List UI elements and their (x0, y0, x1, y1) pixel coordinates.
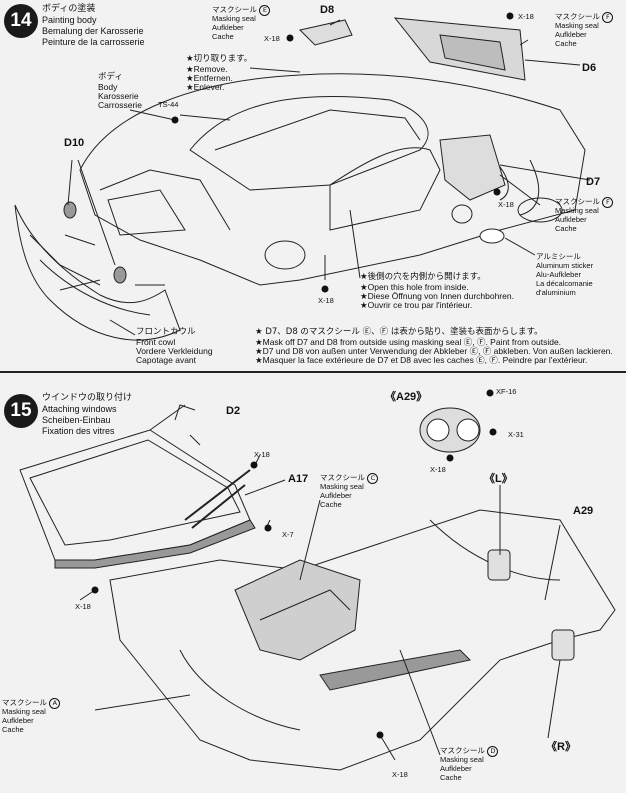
screw-x18-d8: X-18 (264, 34, 280, 43)
title-de: Bemalung der Karosserie (42, 26, 144, 36)
seal-a-fr: Cache (2, 725, 24, 734)
mask-note-jp: ★ D7、D8 のマスクシール Ⓔ、Ⓕ は表から貼り、塗装も表面からします。 (255, 327, 543, 337)
seal-f-bottom-en: Masking seal (555, 206, 599, 215)
hole-note-fr: ★Ouvrir ce trou par l'intérieur. (360, 300, 473, 310)
hole-note-de: ★Diese Öffnung von Innen durchbohren. (360, 291, 514, 301)
title-fr: Fixation des vitres (42, 426, 115, 436)
part-d7: D7 (586, 176, 601, 188)
seal-f-top-en: Masking seal (555, 21, 599, 30)
seal-f-label-bottom: マスクシール F (555, 196, 614, 208)
seal-e-de: Aufkleber (212, 23, 244, 32)
body-label-de: Karosserie (98, 91, 139, 101)
seal-e-fr: Cache (212, 32, 234, 41)
part-d6: D6 (582, 62, 597, 74)
seal-e-label: マスクシール E (212, 4, 271, 16)
seal-d-en: Masking seal (440, 755, 484, 764)
remove-note-fr: ★Enlever. (186, 82, 225, 92)
screw-x18-windscreen: X-18 (75, 602, 91, 611)
seal-d-label: マスクシール D (440, 745, 499, 757)
alu-sticker-jp: アルミシール (536, 252, 581, 261)
seal-f-top-de: Aufkleber (555, 30, 587, 39)
title-de: Scheiben-Einbau (42, 415, 111, 425)
seal-a-label: マスクシール A (2, 697, 61, 709)
front-cowl-jp: フロントカウル (136, 327, 196, 337)
title-en: Attaching windows (42, 404, 117, 414)
step-number: 14 (10, 10, 32, 31)
step-divider (0, 371, 626, 373)
screw-x18-bottom: X-18 (392, 770, 408, 779)
title-fr: Peinture de la carrosserie (42, 37, 145, 47)
alu-sticker-de: Alu-Aufkleber (536, 270, 582, 279)
mask-note-fr: ★Masquer la face extérieure de D7 et D8 … (255, 355, 588, 365)
part-a29: A29 (573, 505, 594, 517)
seal-c-de: Aufkleber (320, 491, 352, 500)
paint-ts44: TS-44 (158, 100, 179, 109)
alu-sticker-fr2: d'aluminium (536, 288, 576, 297)
seal-d-de: Aufkleber (440, 764, 472, 773)
title-jp: ボディの塗装 (42, 4, 96, 14)
seal-d-fr: Cache (440, 773, 462, 782)
screw-x18-body: X-18 (318, 296, 334, 305)
seal-c-fr: Cache (320, 500, 342, 509)
front-cowl-en: Front cowl (136, 337, 176, 347)
part-a17: A17 (288, 473, 309, 485)
paint-x31: X-31 (508, 430, 524, 439)
step-14-title: ボディの塗装 Painting body Bemalung der Kaross… (42, 4, 145, 48)
hole-note-jp: ★後側の穴を内側から開けます。 (360, 272, 486, 282)
part-d8: D8 (320, 4, 335, 16)
body-label-jp: ボディ (98, 72, 123, 82)
screw-x18-a29: X-18 (430, 465, 446, 474)
front-cowl-fr: Capotage avant (136, 355, 197, 365)
title-en: Painting body (42, 15, 97, 25)
seal-f-top-fr: Cache (555, 39, 577, 48)
step-15-badge: 15 (4, 394, 38, 428)
title-jp: ウインドウの取り付け (42, 393, 133, 403)
seal-c-label: マスクシール C (320, 472, 379, 484)
front-cowl-de: Vordere Verkleidung (136, 346, 213, 356)
step-number: 15 (10, 400, 32, 421)
seal-a-en: Masking seal (2, 707, 46, 716)
seal-f-label-top: マスクシール F (555, 11, 614, 23)
mask-note-en: ★Mask off D7 and D8 from outside using m… (255, 337, 562, 347)
step-14-badge: 14 (4, 4, 38, 38)
seal-f-bottom-de: Aufkleber (555, 215, 587, 224)
body-label-fr: Carrosserie (98, 100, 142, 110)
part-d10: D10 (64, 137, 85, 149)
alu-sticker-en: Aluminum sticker (536, 261, 594, 270)
side-l: 《L》 (484, 473, 513, 485)
seal-e-en: Masking seal (212, 14, 256, 23)
paint-xf16: XF-16 (496, 387, 517, 396)
remove-note-jp: ★切り取ります。 (186, 54, 253, 64)
remove-note-de: ★Entfernen. (186, 73, 233, 83)
hole-note-en: ★Open this hole from inside. (360, 282, 469, 292)
body-label-en: Body (98, 82, 118, 92)
step-15-title: ウインドウの取り付け Attaching windows Scheiben-Ei… (42, 393, 132, 437)
seal-f-bottom-fr: Cache (555, 224, 577, 233)
seal-a-de: Aufkleber (2, 716, 34, 725)
screw-x7: X-7 (282, 530, 294, 539)
side-r: 《R》 (546, 741, 576, 753)
screw-x18-wiper: X-18 (254, 450, 270, 459)
remove-note-en: ★Remove. (186, 64, 228, 74)
group-a29: 《A29》 (385, 391, 428, 403)
seal-c-en: Masking seal (320, 482, 364, 491)
screw-x18-d6: X-18 (518, 12, 534, 21)
part-d2: D2 (226, 405, 241, 417)
screw-x18-d7: X-18 (498, 200, 514, 209)
alu-sticker-fr1: La décalcomanie (536, 279, 593, 288)
mask-note-de: ★D7 und D8 von außen unter Verwendung de… (255, 346, 613, 356)
